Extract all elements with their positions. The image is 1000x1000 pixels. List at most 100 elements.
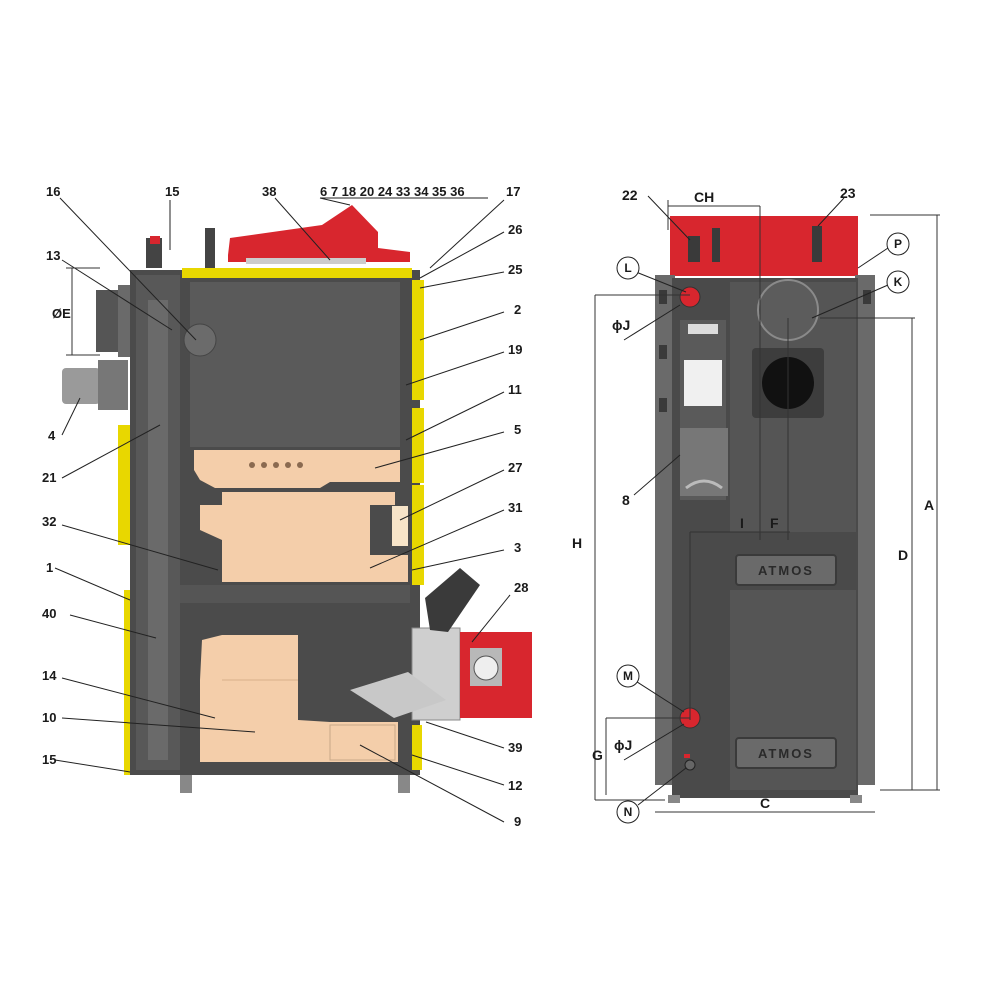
rear-side-right xyxy=(855,275,875,785)
label-26: 26 xyxy=(508,222,522,237)
rear-channel xyxy=(148,300,168,760)
port-L xyxy=(679,286,701,308)
top-fitting-left xyxy=(146,238,162,268)
label-28: 28 xyxy=(514,580,528,595)
boiler-section-view xyxy=(62,205,532,793)
label-8: 8 xyxy=(622,492,630,508)
label-21: 21 xyxy=(42,470,56,485)
label-15-bottom: 15 xyxy=(42,752,56,767)
label-12: 12 xyxy=(508,778,522,793)
brand-text-lower: ATMOS xyxy=(758,746,814,761)
label-27: 27 xyxy=(508,460,522,475)
callout-P xyxy=(886,232,910,256)
label-I: I xyxy=(740,515,744,531)
label-L: L xyxy=(624,261,631,275)
label-38: 38 xyxy=(262,184,276,199)
label-31: 31 xyxy=(508,500,522,515)
front-insulation-1 xyxy=(412,280,424,400)
rear-insulation-top xyxy=(118,425,130,545)
electric-box xyxy=(684,360,722,406)
top-insulation xyxy=(182,268,412,278)
fan-motor xyxy=(62,368,100,404)
rear-foot-right xyxy=(850,795,862,803)
label-N: N xyxy=(624,805,633,819)
label-16: 16 xyxy=(46,184,60,199)
label-D: D xyxy=(898,547,908,563)
label-10: 10 xyxy=(42,710,56,725)
rear-top-cover xyxy=(670,216,858,276)
ash-box xyxy=(329,724,396,761)
upper-tube xyxy=(183,323,217,357)
label-H: H xyxy=(572,535,582,551)
control-strip xyxy=(246,258,366,264)
port-N xyxy=(684,759,696,771)
top-cover xyxy=(228,205,410,262)
port-N-mark xyxy=(684,754,690,758)
label-14: 14 xyxy=(42,668,57,683)
label-32: 32 xyxy=(42,514,56,529)
right-labels: 22 CH 23 P L K ϕJ 8 I F H D A M G ϕJ N C xyxy=(572,185,934,824)
fitting-23 xyxy=(812,226,822,262)
label-4: 4 xyxy=(48,428,56,443)
fan-housing xyxy=(98,360,128,410)
side-slots xyxy=(659,290,871,412)
label-17: 17 xyxy=(506,184,520,199)
label-C: C xyxy=(760,795,770,811)
label-P: P xyxy=(894,237,902,251)
label-25: 25 xyxy=(508,262,522,277)
front-insulation-4 xyxy=(412,725,422,770)
label-13: 13 xyxy=(46,248,60,263)
label-phiJ-top: ϕJ xyxy=(612,317,630,333)
callout-L xyxy=(616,256,640,280)
middle-chamber-lining xyxy=(200,492,408,582)
foot-front xyxy=(398,775,410,793)
label-11: 11 xyxy=(508,382,522,397)
label-5: 5 xyxy=(514,422,521,437)
label-A: A xyxy=(924,497,934,513)
label-22: 22 xyxy=(622,187,638,203)
label-phiJ-bottom: ϕJ xyxy=(614,737,632,753)
label-group: 6 7 18 20 24 33 34 35 36 xyxy=(320,184,465,199)
boiler-rear-view: ATMOS ATMOS xyxy=(655,216,875,803)
top-fitting-red xyxy=(150,236,160,244)
label-M: M xyxy=(623,669,633,683)
feed-chute xyxy=(425,568,480,632)
label-9: 9 xyxy=(514,814,521,829)
fitting-22 xyxy=(688,236,700,262)
middle-door-insert xyxy=(392,506,408,546)
right-dimension-lines xyxy=(594,195,940,813)
label-3: 3 xyxy=(514,540,521,555)
callout-M xyxy=(616,664,640,688)
fitting-mid xyxy=(712,228,720,262)
callout-K xyxy=(886,270,910,294)
nozzle-holes xyxy=(249,462,303,468)
label-2: 2 xyxy=(514,302,521,317)
label-1: 1 xyxy=(46,560,53,575)
label-39: 39 xyxy=(508,740,522,755)
foot-rear xyxy=(180,775,192,793)
label-G: G xyxy=(592,747,603,763)
label-K: K xyxy=(894,275,903,289)
top-fitting-right xyxy=(205,228,215,268)
brand-text-upper: ATMOS xyxy=(758,563,814,578)
brand-plate-upper xyxy=(735,554,837,586)
nozzle-lining xyxy=(194,450,400,488)
callout-N xyxy=(616,800,640,824)
brand-plate-lower xyxy=(735,737,837,769)
feed-tray xyxy=(350,672,446,718)
label-15-top: 15 xyxy=(165,184,179,199)
label-e-dim: ØE xyxy=(52,306,71,321)
front-insulation-2 xyxy=(412,408,424,483)
label-23: 23 xyxy=(840,185,856,201)
burner-fan xyxy=(473,655,499,681)
label-CH: CH xyxy=(694,189,714,205)
label-19: 19 xyxy=(508,342,522,357)
fan-grill xyxy=(685,479,723,490)
label-plate xyxy=(688,324,718,334)
fan-panel-8 xyxy=(680,428,728,496)
upper-chamber xyxy=(190,282,400,447)
label-40: 40 xyxy=(42,606,56,621)
middle-shelf xyxy=(180,585,410,603)
label-F: F xyxy=(770,515,779,531)
rear-foot-left xyxy=(668,795,680,803)
